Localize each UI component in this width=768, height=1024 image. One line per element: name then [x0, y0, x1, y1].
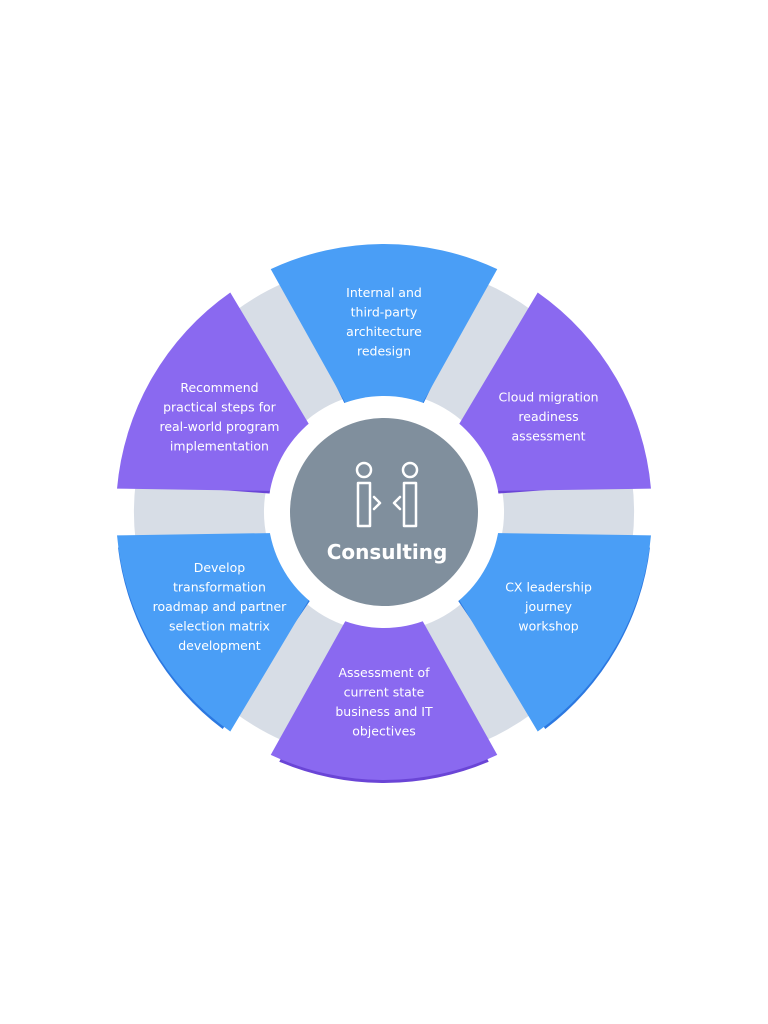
- segment-6: [117, 292, 312, 492]
- segment-5: [117, 532, 312, 732]
- segment-label-line: workshop: [518, 619, 578, 634]
- segment-label-line: Internal and: [346, 285, 422, 300]
- segment-4: [270, 616, 498, 780]
- segment-label-line: Develop: [194, 560, 246, 575]
- segment-label-line: current state: [344, 684, 425, 699]
- segment-2-label: Cloud migration readiness assessment: [499, 390, 599, 444]
- segment-label-line: redesign: [357, 343, 411, 358]
- segment-label-line: CX leadership: [505, 580, 592, 595]
- segment-2: [456, 292, 651, 492]
- people-talking-icon: [355, 461, 419, 528]
- segment-label-line: development: [178, 638, 261, 653]
- segment-6-label: Recommend practical steps for real-world p…: [159, 380, 279, 454]
- segment-4-label: Assessment of current state business and I…: [335, 665, 433, 739]
- segment-label-line: roadmap and partner: [153, 599, 288, 614]
- segment-label-line: real-world program: [159, 419, 279, 434]
- segment-label-line: objectives: [352, 723, 416, 738]
- segment-label-line: transformation: [173, 580, 266, 595]
- segment-label-line: readiness: [518, 409, 578, 424]
- segment-1: [270, 244, 498, 408]
- center-title: Consulting: [327, 540, 448, 564]
- segment-label-line: selection matrix: [169, 619, 270, 634]
- segment-label-line: business and IT: [335, 704, 433, 719]
- segment-label-line: Assessment of: [338, 665, 430, 680]
- segment-3-label: CX leadership journey workshop: [505, 580, 592, 634]
- segment-1-label: Internal and third-party architecture redes…: [346, 285, 422, 359]
- segment-label-line: architecture: [346, 324, 422, 339]
- segment-label-line: journey: [524, 599, 573, 614]
- segment-label-line: assessment: [511, 429, 585, 444]
- segment-label-line: Cloud migration: [499, 390, 599, 405]
- segment-5-label: Develop transformation roadmap and partner…: [153, 560, 288, 653]
- segment-layer: Internal and third-party architecture redes…: [117, 244, 651, 783]
- segment-label-line: third-party: [351, 304, 418, 319]
- segment-label-line: Recommend: [180, 380, 258, 395]
- segment-label-line: practical steps for: [163, 399, 277, 414]
- center-hub: [290, 418, 478, 606]
- segment-3: [456, 532, 651, 732]
- segment-label-line: implementation: [170, 438, 269, 453]
